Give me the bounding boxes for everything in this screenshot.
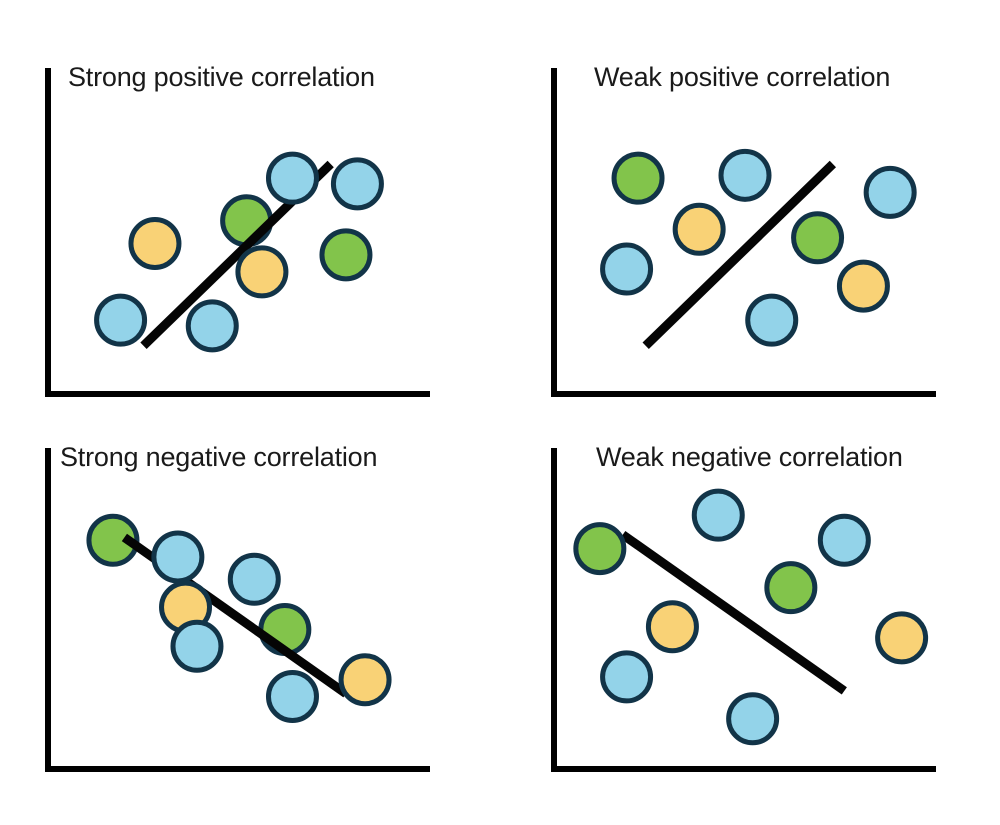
- panel-title-strong-negative: Strong negative correlation: [60, 442, 378, 472]
- data-point-marker-blue: [265, 669, 319, 723]
- data-point-marker-blue: [94, 293, 148, 347]
- data-point-marker-yellow: [235, 245, 289, 299]
- data-point-marker-green: [611, 151, 665, 205]
- data-point-marker-blue: [745, 293, 799, 347]
- data-point-marker-blue: [691, 488, 745, 542]
- data-point-marker-green: [319, 228, 373, 282]
- data-point-marker-blue: [600, 650, 654, 704]
- scatter-panel-weak-negative: [546, 440, 946, 790]
- data-point-marker-yellow: [672, 202, 726, 256]
- data-point: [319, 228, 373, 282]
- data-point-marker-yellow: [128, 216, 182, 270]
- data-point-marker-green: [764, 561, 818, 615]
- data-point: [338, 653, 392, 707]
- data-point: [227, 552, 281, 606]
- scatter-panel-weak-positive: [546, 60, 946, 415]
- data-point: [330, 157, 384, 211]
- data-point: [86, 513, 140, 567]
- data-point: [836, 259, 890, 313]
- data-point-marker-yellow: [338, 653, 392, 707]
- trend-line: [642, 160, 836, 349]
- data-point: [726, 692, 780, 746]
- scatter-plot-strong-negative: [45, 448, 430, 772]
- data-point-marker-blue: [863, 165, 917, 219]
- data-point: [235, 245, 289, 299]
- data-point: [764, 561, 818, 615]
- data-point-marker-blue: [330, 157, 384, 211]
- data-point: [600, 650, 654, 704]
- data-point: [265, 151, 319, 205]
- data-point-marker-blue: [170, 619, 224, 673]
- data-point-marker-green: [86, 513, 140, 567]
- data-point: [875, 611, 929, 665]
- data-point: [611, 151, 665, 205]
- panel-title-weak-negative: Weak negative correlation: [596, 442, 903, 472]
- data-point-marker-blue: [185, 299, 239, 353]
- data-point-marker-green: [573, 522, 627, 576]
- data-point: [817, 513, 871, 567]
- panel-title-strong-positive: Strong positive correlation: [68, 62, 375, 92]
- scatter-panel-strong-negative: [40, 440, 440, 790]
- data-point-marker-yellow: [836, 259, 890, 313]
- data-point: [745, 293, 799, 347]
- data-point: [265, 669, 319, 723]
- data-point: [691, 488, 745, 542]
- data-point-marker-blue: [600, 242, 654, 296]
- scatter-plot-strong-positive: [45, 68, 430, 397]
- data-point-marker-green: [791, 211, 845, 265]
- data-point-marker-blue: [227, 552, 281, 606]
- panel-title-weak-positive: Weak positive correlation: [594, 62, 891, 92]
- data-point: [94, 293, 148, 347]
- data-point: [220, 194, 274, 248]
- data-point: [170, 619, 224, 673]
- trend-line: [620, 530, 847, 695]
- data-point-marker-yellow: [875, 611, 929, 665]
- data-point: [573, 522, 627, 576]
- scatter-plot-weak-positive: [551, 68, 936, 397]
- data-point-marker-green: [220, 194, 274, 248]
- scatter-panel-strong-positive: [40, 60, 440, 415]
- data-point: [600, 242, 654, 296]
- data-point: [645, 600, 699, 654]
- data-point-marker-blue: [726, 692, 780, 746]
- data-point: [718, 148, 772, 202]
- data-point-marker-blue: [817, 513, 871, 567]
- data-point: [672, 202, 726, 256]
- data-point-marker-yellow: [645, 600, 699, 654]
- data-point: [128, 216, 182, 270]
- scatter-plot-weak-negative: [551, 448, 936, 772]
- data-point: [791, 211, 845, 265]
- data-point-marker-blue: [265, 151, 319, 205]
- data-point-marker-blue: [151, 530, 205, 584]
- data-point: [863, 165, 917, 219]
- data-point: [185, 299, 239, 353]
- data-point-marker-blue: [718, 148, 772, 202]
- data-point: [151, 530, 205, 584]
